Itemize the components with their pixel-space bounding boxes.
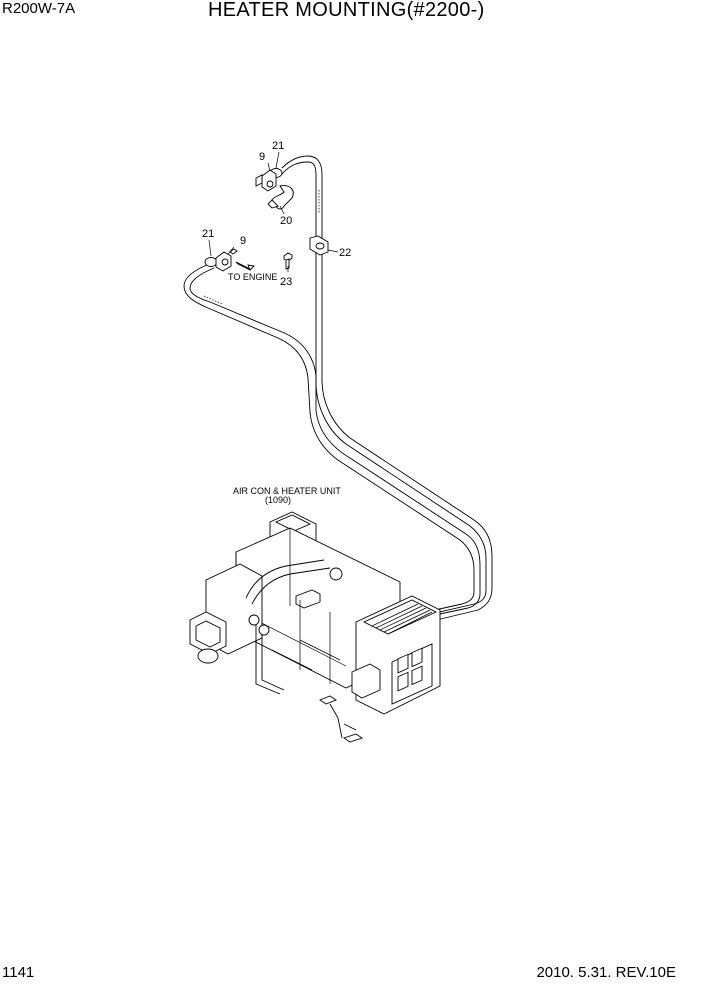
callout-21-top: 21 bbox=[272, 140, 284, 152]
heater-hose-supply bbox=[281, 155, 493, 625]
page-title: HEATER MOUNTING(#2200-) bbox=[208, 0, 485, 21]
unit-grille bbox=[371, 603, 433, 635]
hose-clamp-21-left bbox=[204, 257, 218, 267]
unit-name-label: AIR CON & HEATER UNIT bbox=[233, 486, 341, 496]
to-engine-label: TO ENGINE bbox=[228, 272, 277, 282]
callout-9-top: 9 bbox=[259, 151, 265, 163]
callout-9-left: 9 bbox=[240, 235, 246, 247]
callout-21-left: 21 bbox=[202, 228, 214, 240]
callout-23: 23 bbox=[280, 276, 292, 288]
bolt-23 bbox=[283, 252, 293, 272]
heater-hose-return bbox=[183, 261, 481, 621]
heater-valve-9-left bbox=[215, 248, 238, 272]
hose-marking bbox=[203, 190, 320, 305]
air-con-heater-unit bbox=[189, 511, 441, 743]
callout-22: 22 bbox=[339, 247, 351, 259]
page-number: 1141 bbox=[2, 964, 35, 981]
hose-clip-22 bbox=[309, 235, 339, 256]
revision-date: 2010. 5.31. REV.10E bbox=[536, 964, 676, 981]
heater-valve-9-top bbox=[255, 169, 277, 192]
elbow-fitting-20 bbox=[267, 185, 294, 210]
callout-20: 20 bbox=[280, 215, 292, 227]
model-code: R200W-7A bbox=[2, 0, 76, 17]
to-engine-arrow-icon bbox=[235, 261, 255, 271]
unit-ref-label: (1090) bbox=[265, 495, 291, 505]
